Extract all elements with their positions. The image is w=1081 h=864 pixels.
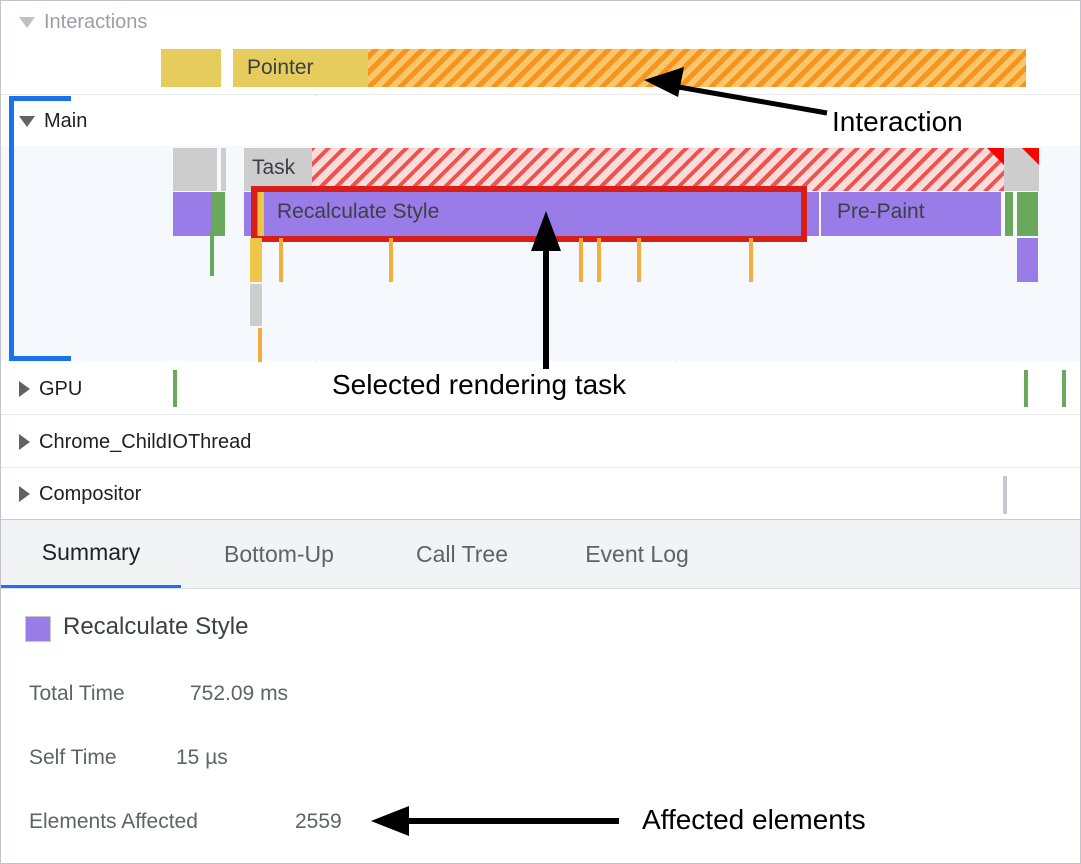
compositor-marker[interactable] bbox=[1003, 476, 1007, 514]
chevron-right-icon[interactable] bbox=[19, 381, 30, 397]
interaction-event-pointer[interactable] bbox=[233, 49, 368, 87]
flame-event[interactable] bbox=[210, 231, 214, 276]
flame-event-pre-paint[interactable] bbox=[821, 192, 1001, 236]
flame-event-task-label: Task bbox=[252, 156, 296, 179]
tab-bottom-up[interactable]: Bottom-Up bbox=[181, 520, 377, 589]
flame-event[interactable] bbox=[637, 238, 641, 282]
flame-event[interactable] bbox=[211, 192, 225, 236]
flame-event[interactable] bbox=[1005, 192, 1013, 236]
gpu-marker[interactable] bbox=[1024, 370, 1028, 407]
summary-key-total-time: Total Time bbox=[29, 682, 125, 705]
flame-event[interactable] bbox=[221, 148, 226, 191]
track-divider bbox=[1, 467, 1080, 468]
track-divider bbox=[1, 414, 1080, 415]
track-interactions-label: Interactions bbox=[44, 10, 148, 33]
flame-event[interactable] bbox=[1017, 238, 1038, 282]
summary-event-name: Recalculate Style bbox=[63, 613, 249, 640]
tab-bottom-up-label: Bottom-Up bbox=[224, 541, 334, 567]
summary-key-elements-affected: Elements Affected bbox=[29, 810, 198, 833]
annotation-affected-elements: Affected elements bbox=[642, 804, 866, 835]
flame-event[interactable] bbox=[1017, 192, 1038, 236]
summary-pane: Recalculate Style Total Time 752.09 ms S… bbox=[1, 589, 1080, 863]
flame-event[interactable] bbox=[250, 284, 262, 326]
track-gpu[interactable]: GPU bbox=[1, 362, 1080, 415]
long-task-warning-icon bbox=[987, 148, 1004, 165]
flame-event[interactable] bbox=[279, 238, 283, 282]
summary-value-self-time: 15 µs bbox=[176, 746, 228, 769]
gpu-marker[interactable] bbox=[173, 370, 177, 407]
flame-event-long-task[interactable] bbox=[312, 148, 1004, 191]
flame-event-recalculate-style-label: Recalculate Style bbox=[277, 200, 440, 223]
flame-event[interactable] bbox=[173, 192, 211, 236]
track-interactions-header[interactable]: Interactions bbox=[19, 5, 147, 39]
chevron-down-icon[interactable] bbox=[19, 115, 35, 127]
interaction-candy-stripe[interactable] bbox=[368, 49, 1026, 87]
chevron-right-icon[interactable] bbox=[19, 486, 30, 502]
summary-value-total-time: 752.09 ms bbox=[190, 682, 289, 705]
flame-event[interactable] bbox=[749, 238, 753, 282]
track-divider bbox=[1, 94, 1080, 95]
track-compositor[interactable]: Compositor bbox=[1, 468, 1080, 519]
long-task-warning-icon bbox=[1022, 148, 1039, 165]
tab-summary[interactable]: Summary bbox=[1, 520, 181, 589]
annotation-interaction: Interaction bbox=[832, 106, 963, 137]
flame-event[interactable] bbox=[579, 238, 583, 282]
track-interactions[interactable]: Interactions Pointer bbox=[1, 1, 1080, 95]
track-chrome-childiothread[interactable]: Chrome_ChildIOThread bbox=[1, 415, 1080, 468]
selected-event-outline bbox=[251, 186, 807, 242]
track-selection-bracket bbox=[9, 96, 71, 361]
chevron-right-icon[interactable] bbox=[19, 434, 30, 450]
tab-event-log[interactable]: Event Log bbox=[547, 520, 727, 589]
flame-event[interactable] bbox=[389, 238, 393, 282]
flame-event[interactable] bbox=[258, 192, 264, 236]
flame-event[interactable] bbox=[173, 148, 217, 191]
track-compositor-label: Compositor bbox=[39, 482, 142, 505]
event-color-swatch bbox=[25, 616, 51, 642]
track-main-label: Main bbox=[44, 109, 88, 132]
tab-event-log-label: Event Log bbox=[585, 541, 689, 567]
track-main-header[interactable]: Main bbox=[1, 96, 1080, 146]
details-tab-bar[interactable]: Summary Bottom-Up Call Tree Event Log bbox=[1, 519, 1080, 589]
chevron-down-icon[interactable] bbox=[19, 16, 35, 28]
tab-call-tree[interactable]: Call Tree bbox=[377, 520, 547, 589]
tab-call-tree-label: Call Tree bbox=[415, 541, 509, 567]
flame-event[interactable] bbox=[597, 238, 601, 282]
track-gpu-label: GPU bbox=[39, 377, 83, 400]
tab-bar-underline bbox=[1, 588, 1080, 589]
annotation-selected-rendering-task: Selected rendering task bbox=[332, 369, 627, 400]
track-chrome-childiothread-label: Chrome_ChildIOThread bbox=[39, 430, 252, 453]
flame-event-task[interactable] bbox=[244, 148, 312, 191]
summary-value-elements-affected: 2559 bbox=[295, 810, 342, 833]
flame-event[interactable] bbox=[258, 328, 262, 372]
track-chrome-childiothread-header[interactable]: Chrome_ChildIOThread bbox=[19, 425, 251, 459]
flame-chart-main[interactable]: Task Recalculate Style Pre-Paint bbox=[1, 146, 1080, 372]
flame-event[interactable] bbox=[250, 238, 262, 282]
track-main-header-row[interactable]: Main bbox=[19, 104, 87, 138]
gpu-marker[interactable] bbox=[1062, 370, 1066, 407]
track-compositor-header[interactable]: Compositor bbox=[19, 477, 141, 511]
interaction-event-pointer-label: Pointer bbox=[247, 56, 314, 79]
interaction-event[interactable] bbox=[161, 49, 221, 87]
track-gpu-header[interactable]: GPU bbox=[19, 372, 82, 406]
summary-key-self-time: Self Time bbox=[29, 746, 117, 769]
flame-event-pre-paint-label: Pre-Paint bbox=[837, 200, 925, 223]
tab-summary-label: Summary bbox=[41, 539, 141, 565]
track-main[interactable]: Main Task Recalculate Style Pre-Paint bbox=[1, 96, 1080, 372]
